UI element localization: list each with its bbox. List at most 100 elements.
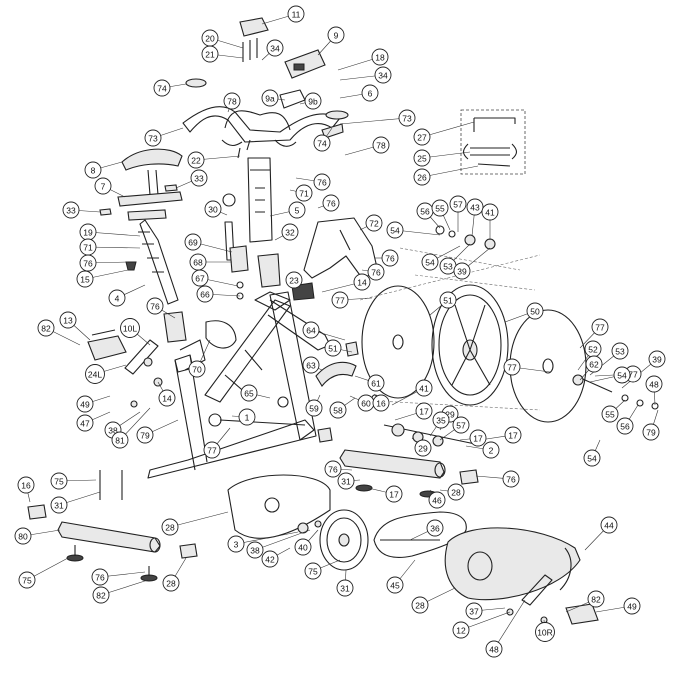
leader-line	[421, 121, 475, 138]
callout-circle	[535, 622, 555, 642]
callout-circle	[504, 426, 522, 444]
callout-number: 33	[194, 174, 204, 184]
callout-number: 31	[341, 477, 351, 487]
callout-number: 29	[445, 410, 455, 420]
part-callout: 8	[84, 161, 102, 179]
callout-number: 76	[385, 254, 395, 264]
callout-number: 75	[308, 567, 318, 577]
callout-circle	[324, 339, 342, 357]
callout-number: 79	[140, 431, 150, 441]
part-callout: 21	[201, 45, 219, 63]
callout-number: 13	[63, 316, 73, 326]
callout-circle	[600, 516, 618, 534]
part-callout: 28	[162, 574, 180, 592]
callout-number: 43	[470, 203, 480, 213]
part-callout: 70	[188, 360, 206, 378]
callout-circle	[452, 621, 470, 639]
callout-number: 34	[270, 44, 280, 54]
seat-assembly	[99, 148, 183, 305]
callout-circle	[329, 401, 347, 419]
leader-line	[421, 165, 479, 178]
part-callout: 31	[337, 472, 355, 490]
part-callout: 13	[59, 311, 77, 329]
part-callout: 17	[385, 485, 403, 503]
callout-number: 22	[191, 156, 201, 166]
callout-number: 56	[620, 422, 630, 432]
pedals-cranks	[87, 329, 599, 625]
part-callout: 67	[191, 269, 209, 287]
callout-number: 2	[489, 446, 494, 456]
callout-circle	[196, 285, 214, 303]
part-callout: 2	[482, 441, 500, 459]
leader-line	[254, 529, 311, 551]
part-callout: 49	[623, 597, 641, 615]
part-callout: 9	[327, 26, 345, 44]
callout-number: 40	[298, 543, 308, 553]
callout-circle	[371, 48, 389, 66]
part-callout: 68	[189, 253, 207, 271]
part-callout: 11	[287, 5, 305, 23]
callout-circle	[240, 384, 258, 402]
callout-number: 32	[285, 228, 295, 238]
callout-circle	[120, 318, 140, 338]
part-callout: 51	[324, 339, 342, 357]
callout-circle	[313, 134, 331, 152]
part-callout: 41	[415, 379, 433, 397]
callout-number: 64	[306, 326, 316, 336]
part-callout: 77	[503, 358, 521, 376]
callout-circle	[76, 414, 94, 432]
callout-circle	[302, 356, 320, 374]
callout-circle	[502, 470, 520, 488]
part-callout: 76	[322, 194, 340, 212]
part-callout: 41	[481, 203, 499, 221]
callout-circle	[294, 538, 312, 556]
callout-circle	[648, 350, 666, 368]
callout-circle	[336, 579, 354, 597]
part-callout: 26	[413, 168, 431, 186]
callout-number: 80	[18, 532, 28, 542]
callout-number: 28	[165, 523, 175, 533]
part-callout: 76	[313, 173, 331, 191]
callout-circle	[188, 360, 206, 378]
callout-number: 35	[436, 416, 446, 426]
callout-number: 31	[340, 584, 350, 594]
callout-number: 38	[108, 426, 118, 436]
part-callout: 71	[295, 184, 313, 202]
callout-number: 47	[80, 419, 90, 429]
callout-number: 75	[54, 477, 64, 487]
callout-number: 28	[166, 579, 176, 589]
part-callout: 77	[203, 441, 221, 459]
callout-number: 82	[96, 591, 106, 601]
callout-number: 57	[456, 421, 466, 431]
callout-circle	[398, 109, 416, 127]
callout-number: 23	[289, 276, 299, 286]
leader-line	[169, 511, 229, 528]
callout-circle	[246, 541, 264, 559]
part-callout: 82	[587, 590, 605, 608]
callout-number: 74	[157, 84, 167, 94]
callout-circle	[287, 5, 305, 23]
callout-circle	[587, 590, 605, 608]
callout-number: 76	[326, 199, 336, 209]
part-callout: 73	[144, 129, 162, 147]
part-callout: 10L	[120, 318, 140, 338]
callout-number: 14	[162, 394, 172, 404]
callout-circle	[153, 79, 171, 97]
part-callout: 76	[502, 470, 520, 488]
callout-circle	[204, 200, 222, 218]
callout-number: 14	[357, 278, 367, 288]
part-callout: 4	[108, 289, 126, 307]
callout-number: 42	[265, 555, 275, 565]
callout-circle	[485, 640, 503, 658]
handlebar-assembly	[182, 17, 349, 243]
part-callout: 76	[146, 297, 164, 315]
part-callout: 59	[305, 399, 323, 417]
part-callout: 6	[361, 84, 379, 102]
callout-number: 28	[451, 488, 461, 498]
callout-circle	[313, 173, 331, 191]
callout-number: 82	[591, 595, 601, 605]
part-callout: 51	[439, 291, 457, 309]
part-callout: 40	[294, 538, 312, 556]
callout-number: 78	[227, 97, 237, 107]
part-callout: 17	[469, 429, 487, 447]
